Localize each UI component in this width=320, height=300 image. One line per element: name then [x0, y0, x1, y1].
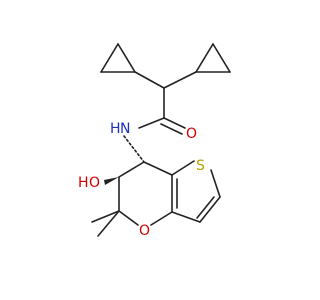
- hydroxyl-wedge-bond: [104, 177, 119, 185]
- n-to-ring-bond: [123, 135, 145, 163]
- ring-oxygen-label: O: [139, 223, 150, 239]
- molecule-drawing: H N O H O O S: [78, 43, 231, 239]
- structure-diagram: H N O H O O S: [78, 43, 231, 239]
- amide-bonds: [138, 117, 186, 135]
- gem-dimethyl-bonds: [91, 210, 120, 237]
- thiophene-ring-bonds: [171, 160, 221, 223]
- sulfur-atom-label: S: [196, 158, 205, 174]
- cyclopropyl-ring-left: [100, 43, 136, 73]
- hydroxyl-hydrogen-label: H: [78, 175, 89, 191]
- nitrogen-atom-symbol: N: [120, 121, 130, 137]
- cyclopropyl-ring-right: [195, 43, 231, 73]
- hydroxyl-oxygen-label: O: [89, 175, 100, 191]
- methine-linker-bonds: [134, 71, 197, 119]
- nitrogen-atom-label: H: [110, 121, 121, 137]
- pyran-ring-bonds: [118, 161, 173, 226]
- carbonyl-oxygen-label: O: [186, 126, 197, 142]
